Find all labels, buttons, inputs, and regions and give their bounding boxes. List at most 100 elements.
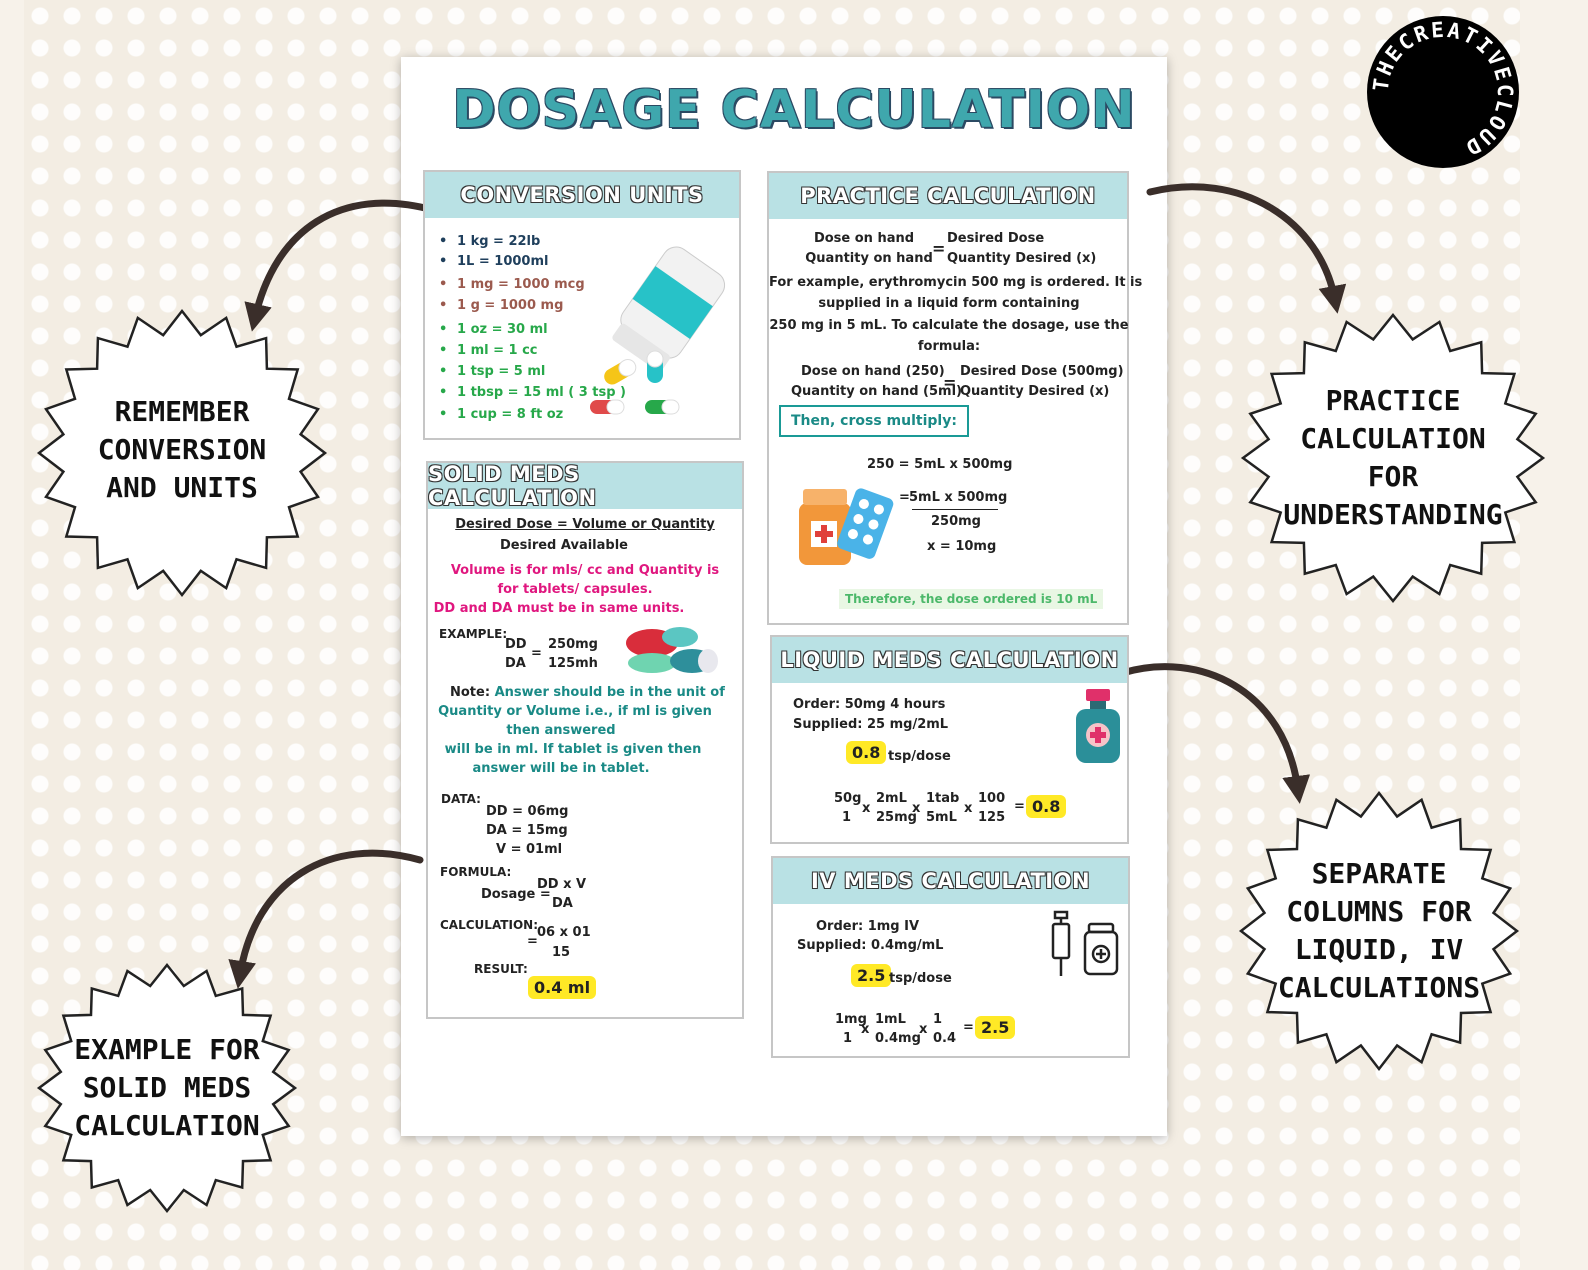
liquid-fraction-top: 50g — [834, 791, 862, 806]
liquid-supplied: Supplied: 25 mg/2mL — [793, 717, 949, 732]
conversion-item: 1 g = 1000 mg — [457, 298, 564, 313]
example-top: 250mg — [548, 637, 598, 652]
result-value: 0.4 ml — [528, 976, 597, 999]
starburst-conversion — [36, 308, 328, 598]
conversion-bullet: • — [439, 407, 448, 422]
liquid-heading: LIQUID MEDS CALCULATION — [772, 637, 1127, 683]
solid-formula-top: Desired Dose = Volume or Quantity — [455, 517, 715, 532]
liquid-meds-card: LIQUID MEDS CALCULATION Order: 50mg 4 ho… — [770, 635, 1129, 844]
note-text-1: Answer should be in the unit of — [490, 685, 725, 700]
liquid-fraction-bottom: 1 — [842, 810, 852, 825]
conversion-item: 1L = 1000ml — [457, 254, 549, 269]
conversion-bullet: • — [439, 298, 448, 313]
arrow-solid — [228, 849, 424, 989]
arrow-practice — [1146, 183, 1347, 314]
note-line-5: answer will be in tablet. — [472, 761, 650, 776]
result-label: RESULT: — [474, 962, 528, 976]
calculation-top: 06 x 01 — [537, 925, 591, 940]
callout-columns: SEPARATE COLUMNS FOR LIQUID, IV CALCULAT… — [1277, 857, 1481, 1004]
conversion-heading: CONVERSION UNITS — [425, 172, 739, 218]
practice-step-2-bottom: 250mg — [931, 514, 981, 529]
conversion-item: 1 tsp = 5 ml — [457, 364, 546, 379]
iv-fraction-bottom: 0.4 — [933, 1031, 957, 1046]
liquid-multiply: x — [964, 801, 973, 816]
liquid-fraction-bottom: 125 — [978, 810, 1006, 825]
example-bottom: 125mh — [548, 656, 598, 671]
dosage-label: Dosage = — [481, 887, 551, 902]
practice-step-2-equals: = — [899, 490, 910, 505]
practice-step-3: x = 10mg — [927, 539, 997, 554]
liquid-equals: = — [1014, 799, 1025, 814]
formula-label: FORMULA: — [440, 865, 512, 879]
syringe-vial-icon — [1051, 910, 1119, 976]
practice-g1-top: Dose on hand (250) — [801, 364, 945, 379]
conversion-bullet: • — [439, 385, 448, 400]
page-title: DOSAGE CALCULATION — [452, 80, 1136, 140]
formula-top: DD x V — [537, 877, 587, 892]
practice-step-2-top: 5mL x 500mg — [909, 490, 1008, 505]
starburst-practice — [1240, 313, 1546, 603]
data-line-1: DD = 06mg — [486, 804, 569, 819]
conversion-item: 1 oz = 30 ml — [457, 322, 548, 337]
iv-multiply: x — [861, 1022, 870, 1037]
solid-formula-bottom: Desired Available — [500, 538, 628, 553]
calculation-equals: = — [527, 934, 538, 949]
iv-fraction-bottom: 1 — [843, 1031, 853, 1046]
liquid-multiply: x — [862, 801, 871, 816]
liquid-fraction-bottom: 5mL — [926, 810, 957, 825]
conversion-bullet: • — [439, 322, 448, 337]
conversion-item: 1 tbsp = 15 ml ( 3 tsp ) — [457, 385, 626, 400]
calculation-bottom: 15 — [552, 945, 571, 960]
conversion-bullet: • — [439, 277, 448, 292]
liquid-fraction-bottom: 25mg — [876, 810, 917, 825]
medicine-bottle-icon — [799, 488, 894, 565]
brand-logo: THECREATIVECLOUD — [1367, 16, 1519, 168]
calculation-label: CALCULATION: — [440, 918, 538, 932]
practice-f2-top: Desired Dose — [947, 231, 1045, 246]
iv-meds-card: IV MEDS CALCULATION Order: 1mg IV Suppli… — [771, 856, 1130, 1058]
liquid-fraction-top: 100 — [978, 791, 1006, 806]
iv-fraction-top: 1mg — [835, 1012, 867, 1027]
solid-note-2: for tablets/ capsules. — [497, 582, 653, 597]
practice-f-equals: = — [932, 239, 946, 258]
practice-f2-bottom: Quantity Desired (x) — [947, 251, 1097, 266]
arrow-conversion — [244, 199, 437, 332]
data-line-3: V = 01ml — [496, 842, 563, 857]
iv-supplied: Supplied: 0.4mg/mL — [797, 938, 944, 953]
tablets-icon — [626, 627, 718, 673]
practice-f1-top: Dose on hand — [813, 231, 915, 246]
practice-example-2: supplied in a liquid form containing — [818, 296, 1080, 311]
practice-f1-bottom: Quantity on hand — [805, 251, 933, 266]
conversion-bullet: • — [439, 234, 448, 249]
practice-step-1: 250 = 5mL x 500mg — [867, 457, 1013, 472]
practice-example-1: For example, erythromycin 500 mg is orde… — [769, 275, 1143, 290]
practice-example-4: formula: — [917, 339, 981, 354]
practice-g2-bottom: Quantity Desired (x) — [960, 384, 1110, 399]
iv-order: Order: 1mg IV — [816, 919, 920, 934]
note-line-4: will be in ml. If tablet is given then — [444, 742, 702, 757]
conversion-item: 1 cup = 8 ft oz — [457, 407, 564, 422]
practice-step-2-line — [912, 509, 998, 510]
iv-result: 2.5 — [975, 1016, 1016, 1039]
practice-example-3: 250 mg in 5 mL. To calculate the dosage,… — [769, 318, 1129, 333]
iv-fraction-bottom: 0.4mg — [875, 1031, 921, 1046]
conversion-bullet: • — [439, 343, 448, 358]
liquid-multiply: x — [912, 801, 921, 816]
callout-solid: EXAMPLE FOR SOLID MEDS CALCULATION — [74, 1033, 260, 1142]
iv-answer: 2.5 — [851, 964, 892, 987]
liquid-result: 0.8 — [1026, 795, 1067, 818]
example-dd: DD — [505, 637, 527, 652]
iv-fraction-top: 1 — [933, 1012, 943, 1027]
callout-practice: PRACTICE CALCULATION FOR UNDERSTANDING — [1283, 384, 1503, 531]
note-line-2: Quantity or Volume i.e., if ml is given — [438, 704, 712, 719]
data-label: DATA: — [441, 792, 481, 806]
iv-heading: IV MEDS CALCULATION — [773, 858, 1128, 904]
conversion-item: 1 kg = 22lb — [457, 234, 541, 249]
cross-multiply-box: Then, cross multiply: — [779, 405, 969, 437]
conversion-item: 1 mg = 1000 mcg — [457, 277, 585, 292]
liquid-order: Order: 50mg 4 hours — [793, 697, 946, 712]
starburst-solid — [36, 962, 298, 1214]
example-da: DA — [505, 656, 526, 671]
callout-conversion: REMEMBER CONVERSION AND UNITS — [97, 395, 267, 504]
conversion-card: CONVERSION UNITS • 1 kg = 22lb • 1L = 1000m… — [423, 170, 741, 440]
